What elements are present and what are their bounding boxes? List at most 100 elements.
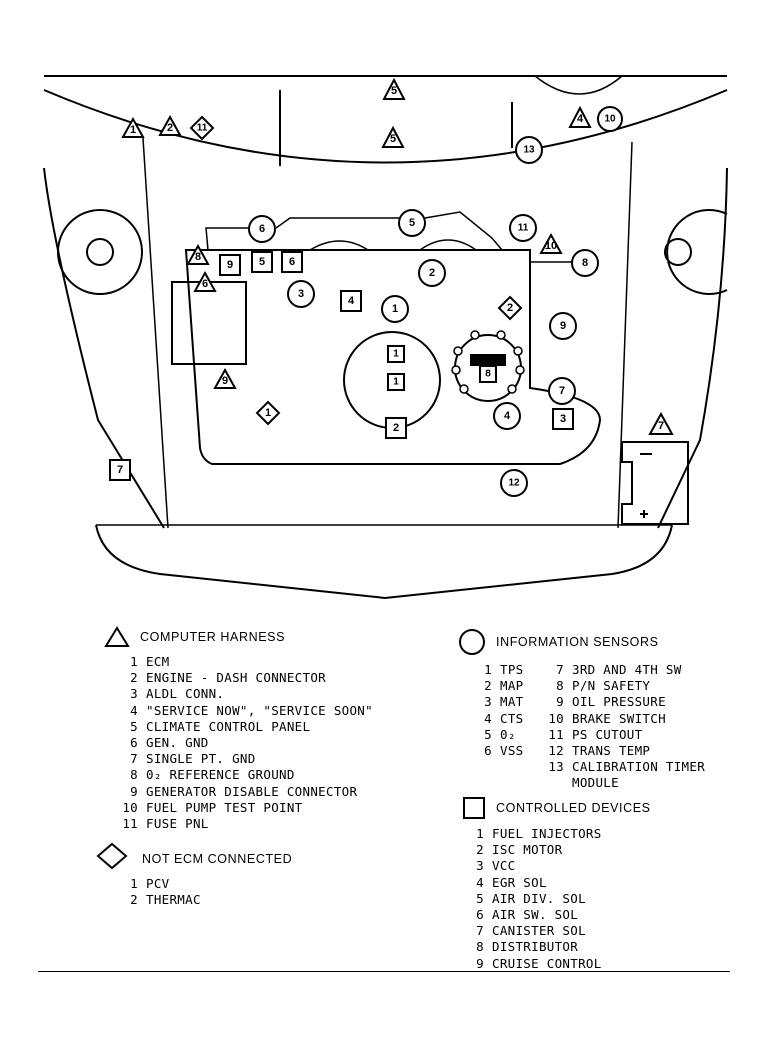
svg-text:4: 4 (504, 410, 511, 422)
svg-text:12: 12 (508, 478, 520, 489)
device-marker-3: 3 (552, 408, 574, 430)
harness-marker-5: 5 (381, 125, 405, 148)
device-marker-8: 8 (479, 365, 497, 383)
svg-text:2: 2 (507, 302, 513, 314)
svg-text:5: 5 (259, 256, 265, 268)
square-icon (463, 797, 485, 819)
distributor-terminals (451, 330, 525, 394)
svg-text:5: 5 (409, 217, 415, 229)
svg-text:8: 8 (485, 369, 491, 380)
sensor-marker-12: 12 (500, 469, 528, 497)
svg-text:1: 1 (393, 349, 399, 360)
sensor-marker-8: 8 (571, 249, 599, 277)
svg-text:4: 4 (348, 295, 355, 307)
rotor (470, 354, 506, 366)
device-marker-5: 5 (251, 251, 273, 273)
svg-text:3: 3 (560, 413, 566, 425)
svg-text:11: 11 (518, 223, 529, 234)
sensor-marker-3: 3 (287, 280, 315, 308)
sensor-marker-5: 5 (398, 209, 426, 237)
svg-text:2: 2 (393, 422, 399, 434)
svg-text:13: 13 (523, 145, 535, 156)
svg-text:10: 10 (604, 114, 616, 125)
device-marker-7: 7 (109, 459, 131, 481)
sensor-marker-10: 10 (597, 106, 623, 132)
svg-text:10: 10 (545, 240, 557, 252)
not-ecm-marker-11: 11 (189, 115, 215, 141)
device-marker-4: 4 (340, 290, 362, 312)
engine-component-diagram: 1 2 5 5 4 8 6 9 10 7 11 2 1 10 13 6 5 11… (43, 75, 728, 600)
svg-text:9: 9 (222, 375, 228, 387)
svg-text:1: 1 (392, 303, 398, 315)
svg-text:2: 2 (429, 267, 435, 279)
svg-text:7: 7 (559, 385, 565, 397)
svg-text:5: 5 (390, 133, 396, 145)
svg-text:8: 8 (195, 251, 201, 263)
svg-text:6: 6 (202, 278, 208, 290)
sensor-marker-9: 9 (549, 312, 577, 340)
harness-marker-8: 8 (186, 243, 210, 265)
sensor-marker-13: 13 (515, 136, 543, 164)
not-ecm-marker-2: 2 (497, 295, 523, 321)
svg-text:6: 6 (259, 223, 265, 235)
bottom-rule (38, 971, 730, 972)
harness-marker-7: 7 (648, 411, 674, 435)
harness-marker-2: 2 (158, 114, 182, 136)
svg-text:5: 5 (391, 85, 397, 97)
legend-title: COMPUTER HARNESS (140, 630, 286, 644)
legend-title: INFORMATION SENSORS (496, 635, 659, 649)
harness-marker-4: 4 (568, 105, 592, 128)
not-ecm-marker-1: 1 (255, 400, 281, 426)
svg-text:9: 9 (227, 259, 233, 271)
harness-marker-5-top: 5 (382, 77, 406, 100)
svg-text:3: 3 (298, 288, 304, 300)
svg-text:1: 1 (130, 124, 136, 136)
list-item: MODULE (572, 775, 619, 791)
svg-text:4: 4 (577, 113, 584, 125)
harness-marker-10: 10 (539, 232, 563, 254)
svg-text:1: 1 (393, 377, 399, 388)
svg-text:11: 11 (197, 123, 208, 134)
sensor-marker-7: 7 (548, 377, 576, 405)
svg-text:9: 9 (560, 320, 566, 332)
triangle-icon (104, 626, 130, 647)
sensor-marker-1: 1 (381, 295, 409, 323)
